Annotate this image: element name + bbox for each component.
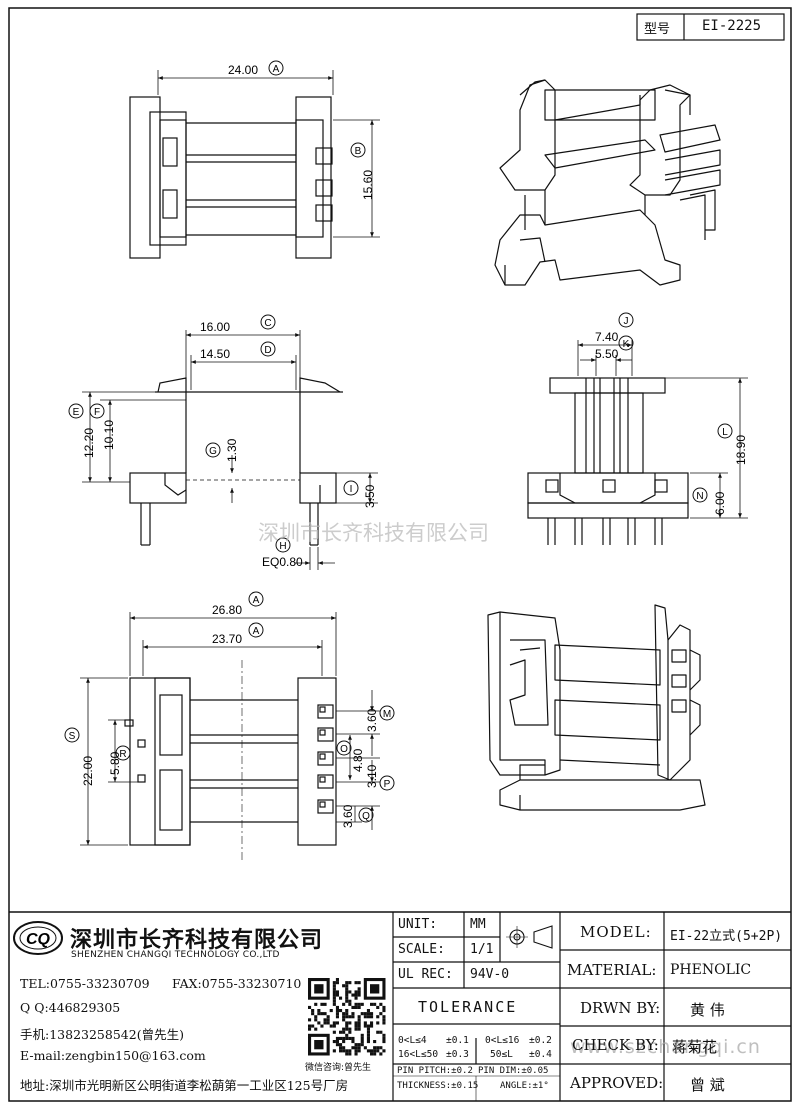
dim-d-tag: D [264, 345, 271, 356]
dim-j-tag: J [624, 316, 629, 327]
watermark-main: 深圳市长齐科技有限公司 [258, 521, 489, 545]
company-name-cn: 深圳市长齐科技有限公司 [70, 928, 324, 953]
dim-h-label: EQ0.80 [262, 555, 303, 569]
dim-e-tag: E [73, 407, 80, 418]
tol-r2c1: 16<L≤50 [398, 1049, 439, 1060]
dim-e-label: 12.20 [82, 428, 96, 458]
dim-n-label: 6.00 [713, 491, 727, 515]
end-view [527, 340, 748, 545]
dim-r-label: 5.80 [108, 751, 122, 775]
dim-k-label: 5.50 [595, 347, 619, 361]
side-view [82, 330, 378, 570]
tol-r1c2: ±0.1 [446, 1035, 469, 1046]
isometric-view-top [494, 79, 721, 286]
unit-value: MM [470, 917, 486, 932]
logo-text: CQ [26, 931, 51, 948]
dim-o-tag: O [340, 744, 348, 755]
dim-m-label: 3.60 [365, 708, 379, 732]
tol-r1c1: 0<L≤4 [398, 1035, 427, 1046]
check-label: CHECK BY: [572, 1036, 659, 1054]
dim-a2-tag: A [253, 626, 260, 637]
model-box-label: 型号 [644, 22, 671, 37]
dim-n-tag: N [696, 491, 703, 502]
tol-r2c3: 50≤L [490, 1049, 513, 1060]
dim-g-label: 1.30 [225, 438, 239, 462]
isometric-view-bottom [487, 604, 706, 811]
dim-h-tag: H [279, 541, 286, 552]
qr-caption: 微信咨询:曾先生 [305, 1063, 372, 1073]
dim-p-label: 3.10 [365, 764, 379, 788]
dim-a-tag: A [273, 64, 280, 75]
tol-pin-pitch: PIN PITCH:±0.2 [397, 1066, 473, 1076]
company-tel: TEL:0755-33230709 [20, 976, 150, 991]
dim-a-label: 24.00 [228, 63, 258, 77]
model-value: EI-22立式(5+2P) [670, 929, 783, 944]
ul-label: UL REC: [398, 967, 453, 982]
unit-label: UNIT: [398, 917, 438, 932]
dim-a1-tag: A [253, 595, 260, 606]
company-logo [13, 921, 63, 955]
tol-thickness: THICKNESS:±0.15 [397, 1081, 479, 1091]
scale-label: SCALE: [398, 942, 445, 957]
tolerance-label: TOLERANCE [418, 998, 518, 1016]
bottom-view [80, 612, 380, 860]
dim-i-tag: I [350, 484, 353, 495]
company-qq: Q Q:446829305 [20, 1000, 121, 1015]
dim-s-label: 22.00 [81, 756, 95, 786]
tol-r2c2: ±0.3 [446, 1049, 469, 1060]
dim-b-label: 15.60 [361, 170, 375, 200]
dim-l-label: 18.90 [734, 435, 748, 465]
dim-q-tag: Q [362, 811, 370, 822]
dim-r-tag: R [119, 749, 126, 760]
company-mobile: 手机:13823258542(曾先生) [20, 1027, 184, 1042]
dim-o-label: 4.80 [351, 748, 365, 772]
dim-a1-label: 26.80 [212, 603, 242, 617]
model-box [636, 13, 785, 41]
check-value: 蒋菊花 [672, 1038, 718, 1056]
dim-s-tag: S [69, 731, 76, 742]
tol-r2c4: ±0.4 [529, 1049, 552, 1060]
tol-pin-dim: PIN DIM:±0.05 [478, 1066, 549, 1076]
dim-f-tag: F [94, 407, 100, 418]
dim-k-tag: K [623, 339, 630, 350]
material-value: PHENOLIC [670, 962, 752, 978]
company-email: E-mail:zengbin150@163.com [20, 1048, 206, 1063]
tol-r1c3: 0<L≤16 [485, 1035, 520, 1046]
top-view [129, 70, 380, 259]
dim-b-tag: B [355, 146, 362, 157]
model-label: MODEL: [580, 923, 652, 941]
ul-value: 94V-0 [470, 967, 510, 982]
qr-code [308, 978, 386, 1056]
dim-q-label: 3.60 [341, 804, 355, 828]
tol-angle: ANGLE:±1° [500, 1081, 549, 1091]
dim-f-label: 10.10 [102, 420, 116, 450]
tol-r1c4: ±0.2 [529, 1035, 552, 1046]
dim-l-tag: L [722, 427, 728, 438]
company-name-en: SHENZHEN CHANGQI TECHNOLOGY CO.,LTD [71, 950, 280, 960]
dim-c-tag: C [264, 318, 271, 329]
material-label: MATERIAL: [567, 961, 657, 979]
approved-value: 曾 斌 [690, 1076, 725, 1094]
dim-j-label: 7.40 [595, 330, 619, 344]
company-address: 地址:深圳市光明新区公明街道李松蓢第一工业区125号厂房 [20, 1078, 349, 1093]
title-block-grid [392, 912, 791, 1101]
drawn-value: 黄 伟 [690, 1001, 725, 1019]
dim-p-tag: P [384, 779, 391, 790]
dim-a2-label: 23.70 [212, 632, 242, 646]
model-box-value: EI-2225 [702, 18, 762, 34]
approved-label: APPROVED: [570, 1074, 664, 1092]
dim-m-tag: M [383, 709, 391, 720]
dim-c-label: 16.00 [200, 320, 230, 334]
company-fax: FAX:0755-33230710 [172, 976, 302, 991]
dim-i-label: 3.50 [363, 484, 377, 508]
watermark-corner: www.szchangqi.cn [570, 1036, 761, 1058]
dim-d-label: 14.50 [200, 347, 230, 361]
sheet-border [8, 7, 792, 1102]
dim-g-tag: G [209, 446, 217, 457]
projection-symbol [506, 925, 553, 949]
drawn-label: DRWN BY: [580, 999, 661, 1017]
scale-value: 1/1 [470, 942, 494, 957]
